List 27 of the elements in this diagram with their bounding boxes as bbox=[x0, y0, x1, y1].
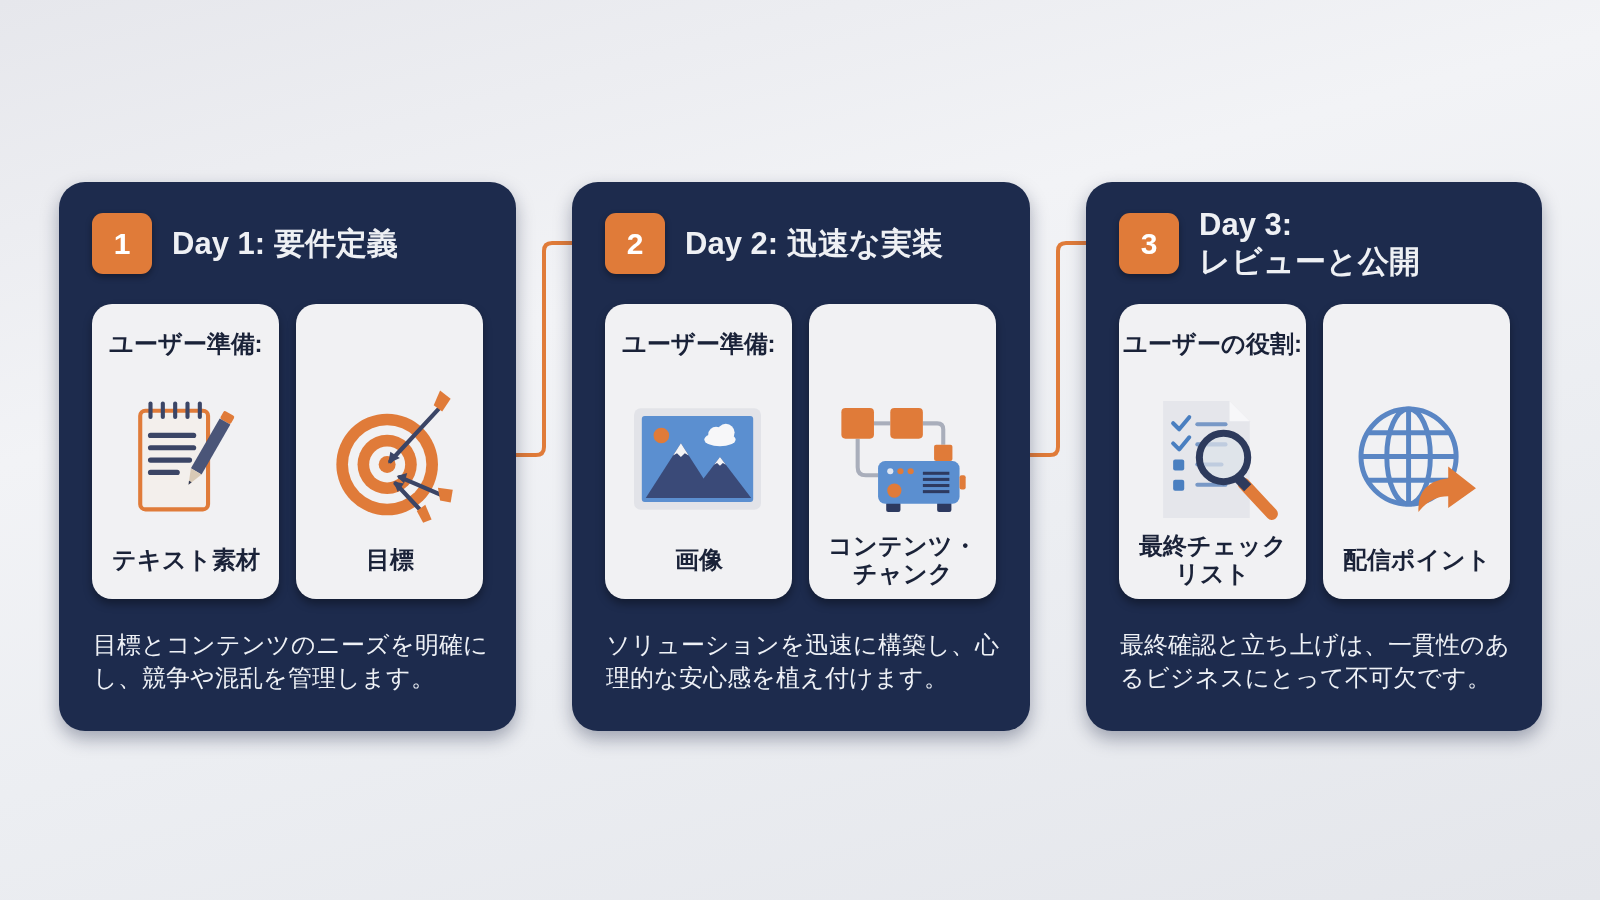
card-heading: ユーザーの役割: bbox=[1123, 329, 1302, 359]
card bbox=[605, 304, 792, 599]
card bbox=[1323, 304, 1510, 599]
card-label: 目標 bbox=[365, 546, 414, 574]
panel-title: Day 1: 要件定義 bbox=[172, 224, 398, 262]
card-label: 最終チェックリスト bbox=[1137, 532, 1288, 588]
number-badge: 1 bbox=[92, 213, 152, 274]
step-panel bbox=[1086, 182, 1542, 731]
panel-description: ソリューションを迅速に構築し、心理的な安心感を植え付けます。 bbox=[606, 630, 1000, 693]
panel-title: Day 2: 迅速な実装 bbox=[685, 224, 943, 262]
card-label: テキスト素材 bbox=[111, 546, 260, 574]
card-label: 配信ポイント bbox=[1342, 546, 1491, 574]
card-heading: ユーザー準備: bbox=[108, 329, 263, 359]
number-badge: 3 bbox=[1119, 213, 1179, 274]
card bbox=[92, 304, 279, 599]
step-panel bbox=[59, 182, 516, 731]
panel-description: 最終確認と立ち上げは、一貫性のあるビジネスにとって不可欠です。 bbox=[1120, 630, 1511, 693]
step-panel bbox=[572, 182, 1030, 731]
panel-description: 目標とコンテンツのニーズを明確にし、競争や混乱を管理します。 bbox=[93, 630, 489, 693]
card-heading: ユーザー準備: bbox=[621, 329, 776, 359]
card-label: コンテンツ・チャンク bbox=[827, 532, 978, 588]
card bbox=[296, 304, 483, 599]
card bbox=[1119, 304, 1306, 599]
card bbox=[809, 304, 996, 599]
panel-title: Day 3: レビューと公開 bbox=[1199, 206, 1421, 280]
card-label: 画像 bbox=[674, 546, 723, 574]
number-badge: 2 bbox=[605, 213, 665, 274]
